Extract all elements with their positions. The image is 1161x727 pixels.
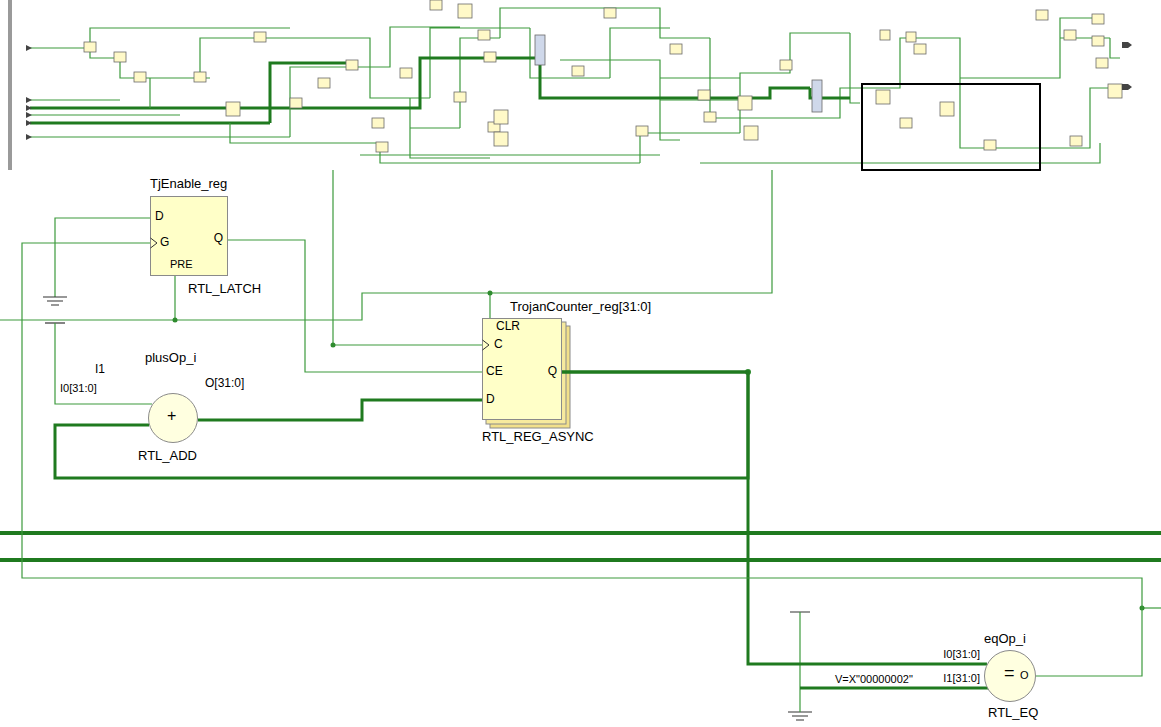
bus-wire — [55, 372, 748, 478]
pin-name: I1 — [95, 363, 105, 377]
cell-name: TrojanCounter_reg[31:0] — [510, 300, 651, 315]
pin-name: O[31:0] — [205, 377, 244, 391]
pin-name: D — [155, 210, 164, 224]
overview-schematic — [8, 0, 1132, 170]
fixed-wires — [0, 170, 1161, 720]
pin-name: O — [1020, 669, 1029, 682]
net-wire — [22, 243, 1142, 676]
constant-value: V=X"00000002" — [835, 673, 913, 686]
bus-wire — [198, 400, 482, 420]
cell-name: eqOp_i — [984, 632, 1026, 647]
pin-name: = — [1004, 663, 1015, 684]
pin-name: G — [160, 236, 169, 250]
pin-name: CE — [486, 365, 503, 379]
cell-type: RTL_REG_ASYNC — [482, 430, 594, 445]
bus-wire — [55, 372, 748, 478]
pin-name: I0[31:0] — [943, 648, 980, 661]
adder-symbol: plusOp_iI1I0[31:0]+O[31:0]RTL_ADD — [148, 393, 198, 443]
pin-name: I1[31:0] — [943, 672, 980, 685]
pin-name: C — [494, 338, 503, 352]
cell-type: RTL_EQ — [988, 706, 1038, 721]
net-wire — [228, 240, 482, 372]
latch-symbol: TjEnable_regDGQPRERTL_LATCH — [150, 196, 228, 276]
pin-name: + — [167, 407, 176, 425]
pin-name: D — [486, 393, 495, 407]
comparator-symbol: eqOp_iI0[31:0]I1[31:0]=ORTL_EQ — [984, 650, 1036, 702]
pin-name: I0[31:0] — [60, 382, 97, 395]
bus-wire — [562, 372, 987, 664]
cell-name: TjEnable_reg — [150, 177, 227, 192]
cell-type: RTL_LATCH — [188, 282, 261, 297]
net-wire — [228, 240, 482, 372]
cell-type: RTL_ADD — [138, 449, 197, 464]
pin-name: CLR — [496, 320, 520, 334]
register-symbol: TrojanCounter_reg[31:0]CLRCCEDQRTL_REG_A… — [482, 318, 562, 420]
pin-name: Q — [548, 365, 557, 379]
pin-name: PRE — [170, 258, 193, 271]
bus-wire — [198, 400, 482, 420]
net-wire — [22, 243, 1142, 676]
pin-name: Q — [214, 232, 223, 246]
cell-name: plusOp_i — [145, 351, 196, 366]
bus-wire — [562, 372, 987, 664]
